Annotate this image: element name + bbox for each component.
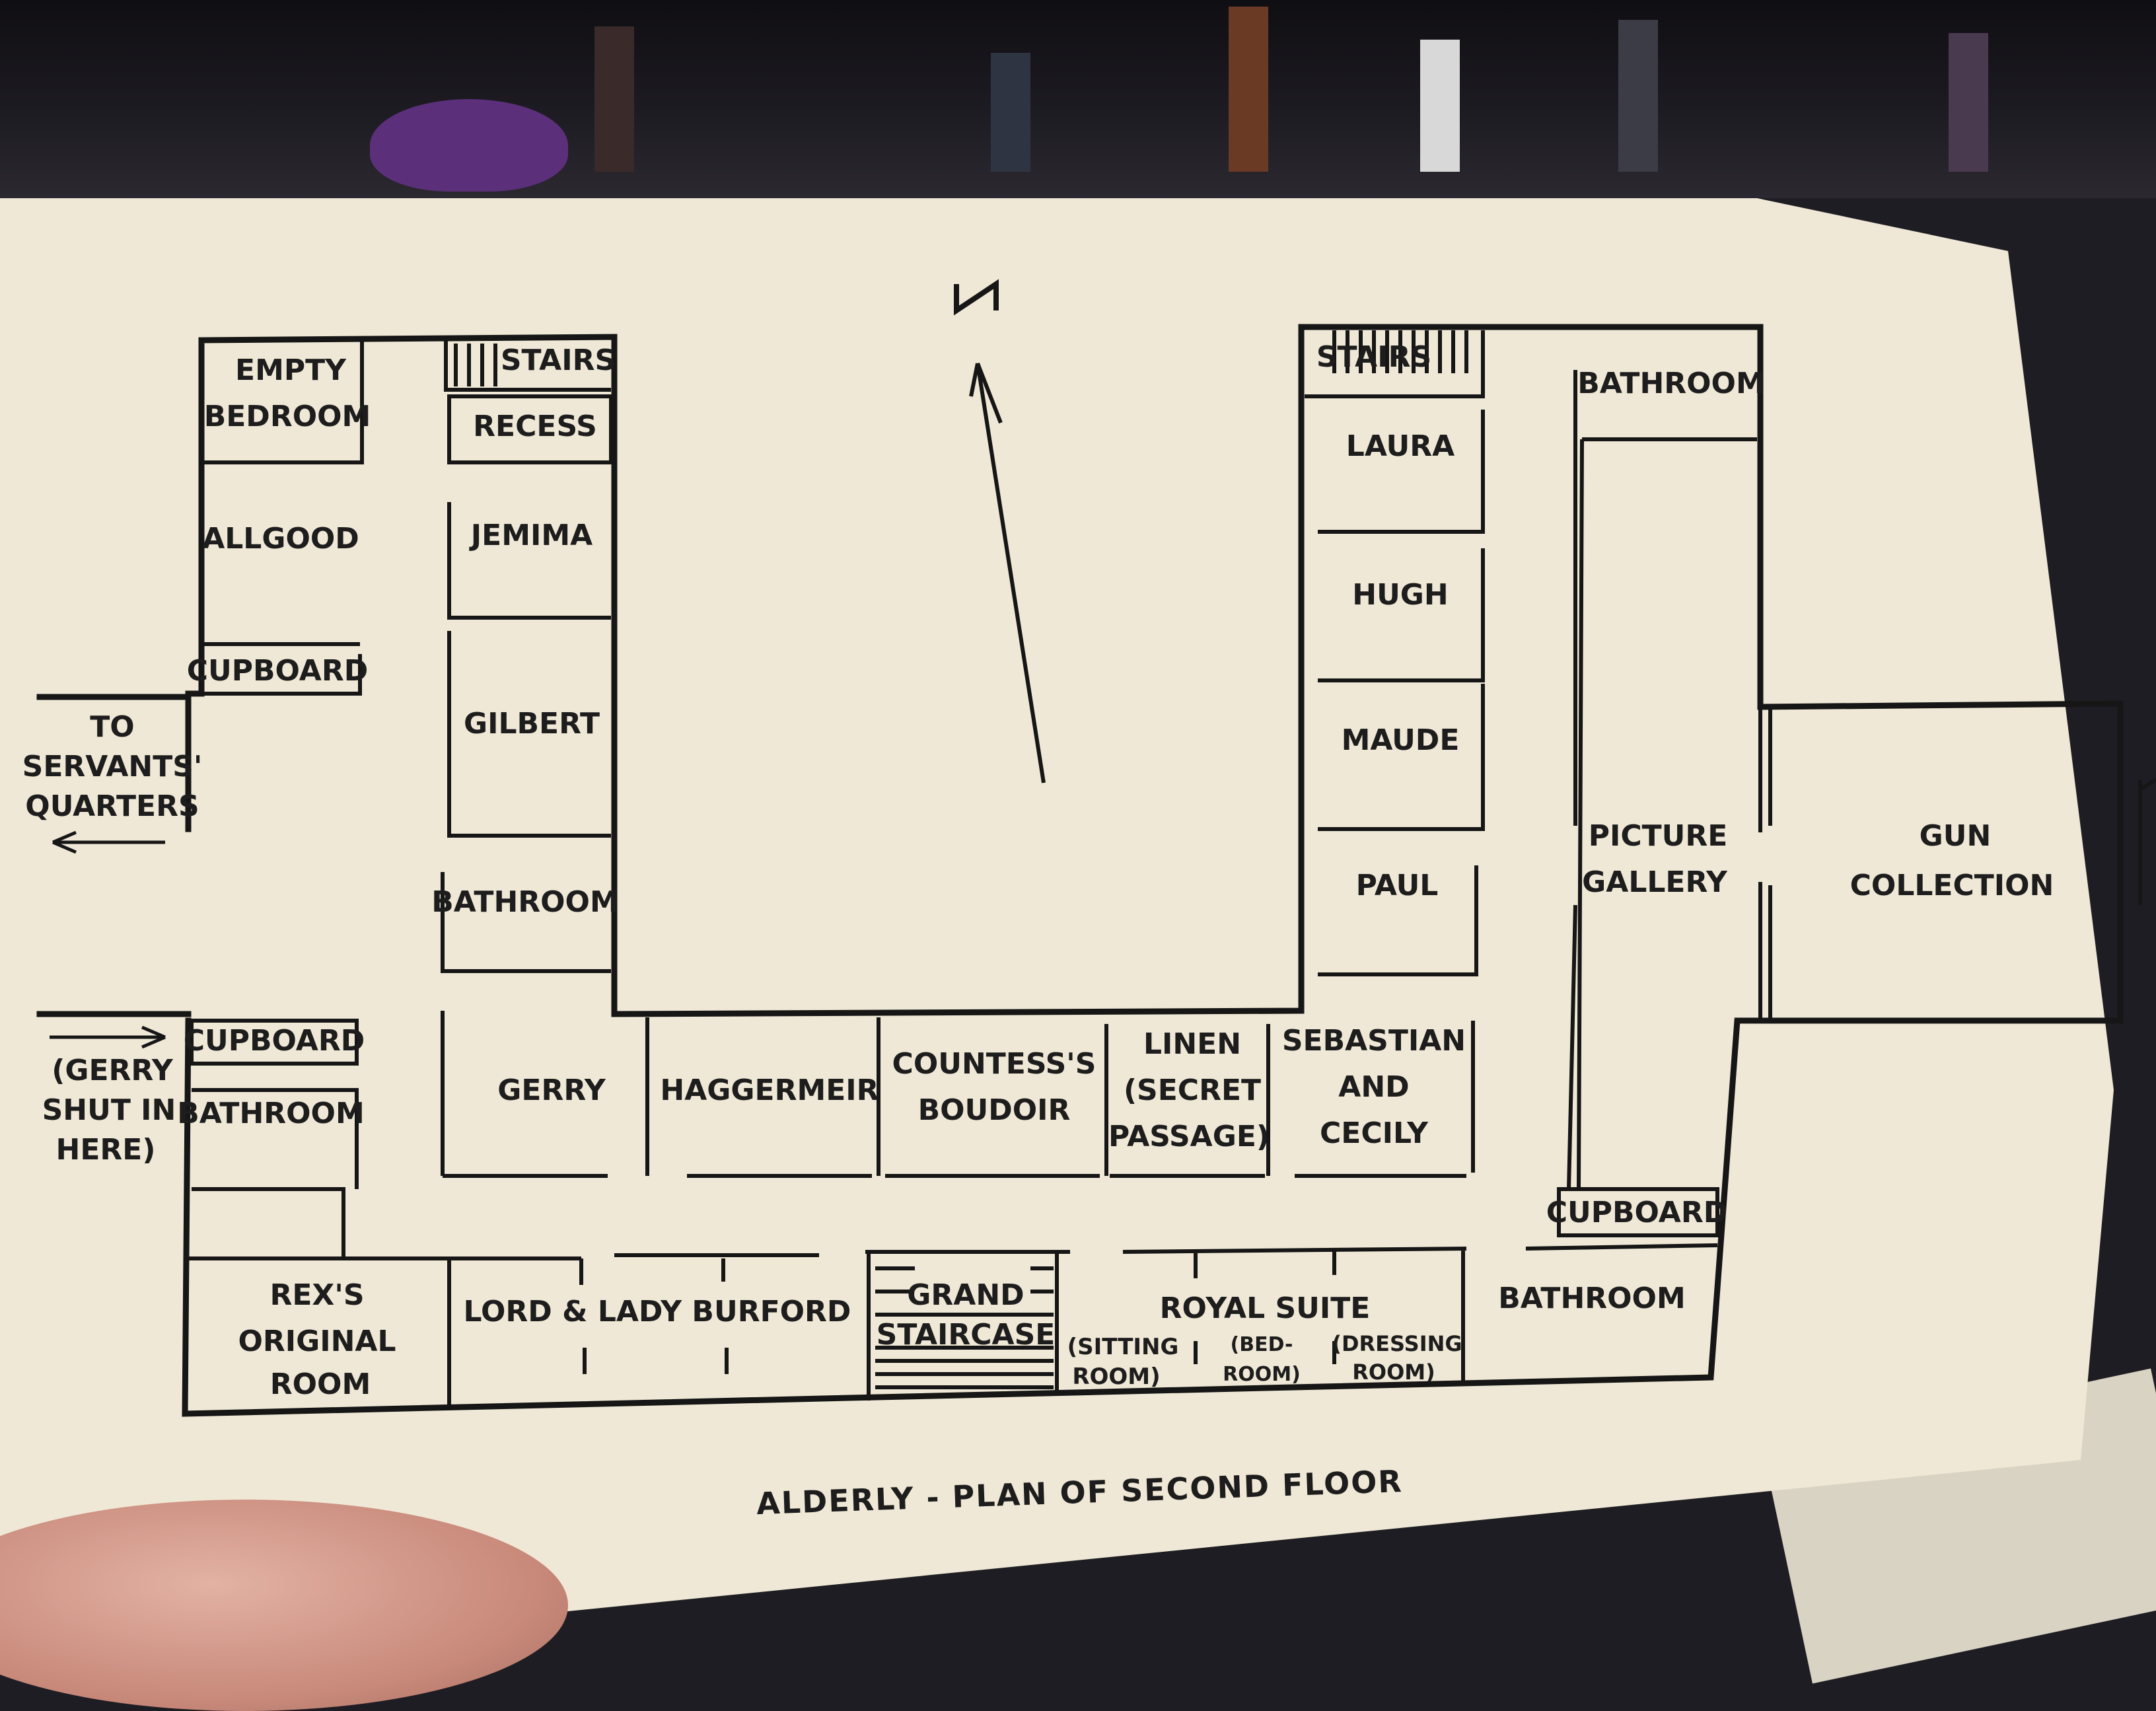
room-label-stairs-east: STAIRS — [1316, 340, 1431, 374]
room-label-jemima: JEMIMA — [469, 519, 593, 552]
book-spine — [991, 53, 1030, 172]
room-label-empty-bedroom-1: EMPTY — [235, 353, 347, 387]
room-label-grand-staircase-1: GRAND — [907, 1278, 1024, 1312]
south-wing-labels: HAGGERMEIR COUNTESS'S BOUDOIR LINEN (SEC… — [238, 1024, 1685, 1401]
room-label-countess-1: COUNTESS'S — [892, 1047, 1096, 1081]
room-label-linen-3: PASSAGE) — [1108, 1120, 1270, 1153]
room-label-cupboard-east: CUPBOARD — [1546, 1196, 1727, 1229]
room-label-bathroom-inner: BATHROOM — [431, 885, 619, 919]
room-label-royal-suite: ROYAL SUITE — [1160, 1292, 1371, 1325]
label-to-servants-1: TO — [90, 710, 134, 744]
room-label-rex-1: REX'S — [270, 1278, 364, 1312]
room-walls-south-bottom — [188, 1243, 1718, 1407]
room-label-countess-2: BOUDOIR — [918, 1093, 1071, 1127]
book-spine — [1618, 20, 1658, 172]
room-label-gilbert: GILBERT — [464, 707, 600, 741]
room-label-bed-2: ROOM) — [1223, 1363, 1301, 1386]
label-gerry-note-2: SHUT IN — [42, 1093, 176, 1127]
corridor-wall — [36, 694, 192, 1017]
background-bookshelf — [0, 0, 2156, 198]
room-label-picture-gallery-2: GALLERY — [1582, 865, 1728, 899]
room-label-linen-1: LINEN — [1143, 1027, 1241, 1061]
purple-object — [370, 99, 568, 192]
room-label-sitting-2: ROOM) — [1072, 1364, 1160, 1390]
room-label-bed-1: (BED- — [1231, 1333, 1293, 1356]
room-label-burford: LORD & LADY BURFORD — [464, 1295, 851, 1329]
stairs-hatch-west — [454, 344, 497, 386]
north-arrow-head — [969, 362, 1003, 424]
room-label-sitting-1: (SITTING — [1067, 1334, 1179, 1360]
east-wing-labels: STAIRS BATHROOM LAURA HUGH MAUDE PAUL PI… — [1316, 340, 2054, 1229]
plan-walls — [36, 324, 2156, 1417]
arrow-left — [52, 830, 165, 854]
room-walls-south-top — [645, 1017, 1475, 1178]
book-spine — [1229, 7, 1268, 172]
north-arrow-shaft — [976, 363, 1046, 783]
room-label-cupboard-bottom: CUPBOARD — [184, 1024, 365, 1058]
room-label-empty-bedroom-2: BEDROOM — [204, 400, 371, 433]
room-label-gun-collection-2: COLLECTION — [1850, 869, 2054, 902]
label-to-servants-2: SERVANTS' — [22, 750, 203, 783]
north-marker — [954, 279, 999, 316]
room-label-sebastian-1: SEBASTIAN — [1282, 1024, 1466, 1058]
room-label-laura: LAURA — [1346, 429, 1455, 463]
label-to-servants-3: QUARTERS — [25, 789, 199, 823]
room-label-bathroom-outer: BATHROOM — [177, 1097, 365, 1130]
room-label-recess: RECESS — [473, 410, 597, 443]
room-label-maude: MAUDE — [1342, 723, 1460, 757]
room-label-rex-2: ORIGINAL — [238, 1325, 396, 1358]
west-wing-labels: EMPTY BEDROOM STAIRS RECESS ALLGOOD JEMI… — [22, 344, 619, 1167]
room-label-linen-2: (SECRET — [1124, 1074, 1261, 1107]
north-arrow: N — [954, 279, 1046, 783]
room-label-sebastian-3: CECILY — [1320, 1116, 1429, 1150]
room-label-cupboard-top: CUPBOARD — [187, 654, 368, 688]
label-gerry-note-3: HERE) — [56, 1133, 156, 1167]
book-spine — [1949, 33, 1988, 172]
book-spine — [1420, 40, 1460, 172]
room-label-grand-staircase-2: STAIRCASE — [877, 1318, 1056, 1352]
book-spine — [594, 26, 634, 172]
room-label-dressing-1: (DRESSING — [1332, 1331, 1462, 1356]
room-label-picture-gallery-1: PICTURE — [1589, 819, 1728, 853]
room-label-hugh: HUGH — [1352, 578, 1449, 612]
plan-caption: ALDERLY - PLAN OF SECOND FLOOR — [756, 1463, 1403, 1521]
room-label-paul: PAUL — [1356, 869, 1439, 902]
room-label-sebastian-2: AND — [1338, 1070, 1409, 1104]
room-label-gun-collection-1: GUN — [1920, 819, 1992, 853]
room-walls-west — [190, 340, 613, 1258]
staircase-stripes — [875, 1266, 1054, 1389]
room-label-haggermeir: HAGGERMEIR — [660, 1074, 879, 1107]
room-label-stairs-west: STAIRS — [501, 344, 616, 377]
floor-plan: N EMPTY BEDROOM STAIRS RECESS ALLGOOD JE… — [22, 279, 2156, 1521]
label-gerry-note-1: (GERRY — [52, 1054, 174, 1087]
room-label-gerry: GERRY — [497, 1074, 606, 1107]
room-label-rex-3: ROOM — [270, 1367, 371, 1401]
room-label-bathroom-east: BATHROOM — [1577, 367, 1765, 400]
arrow-right — [50, 1025, 166, 1049]
room-walls-east — [1305, 330, 2156, 1237]
room-label-bathroom-se: BATHROOM — [1498, 1282, 1686, 1315]
room-label-allgood: ALLGOOD — [202, 522, 359, 556]
room-label-dressing-2: ROOM) — [1352, 1360, 1435, 1385]
